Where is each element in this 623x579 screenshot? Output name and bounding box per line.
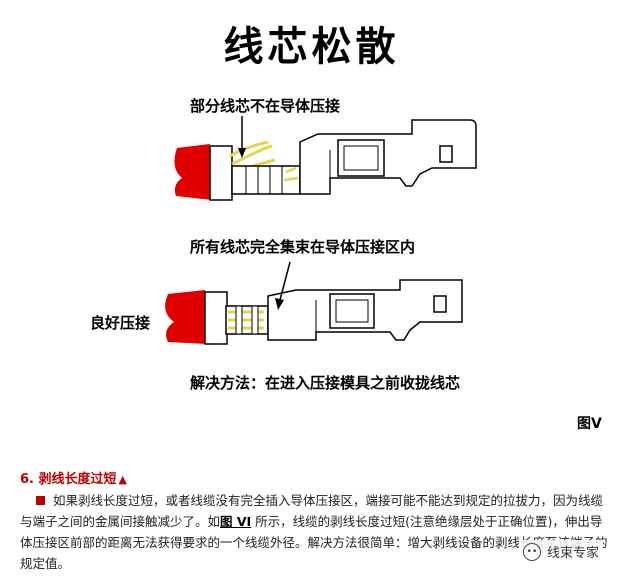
figure-vi-link[interactable]: 图 VI bbox=[220, 514, 252, 529]
section-heading: 6. 剥线长度过短▲ bbox=[20, 468, 127, 487]
good-crimp-label: 良好压接 bbox=[90, 314, 151, 332]
insulation-top bbox=[174, 144, 212, 200]
section-paragraph: 如果剥线长度过短，或者线缆没有完全插入导体压接区，端接可能不能达到规定的拉拔力，… bbox=[20, 490, 610, 574]
top-callout-label: 部分线芯不在导体压接 bbox=[190, 97, 341, 115]
callout-arrow-bottom bbox=[279, 261, 291, 301]
middle-callout-label: 所有线芯完全集束在导体压接区内 bbox=[190, 238, 416, 256]
wechat-icon: •• bbox=[522, 542, 541, 561]
solution-label: 解决方法：在进入压接模具之前收拢线芯 bbox=[190, 374, 461, 392]
watermark-text: 线束专家 bbox=[546, 546, 599, 561]
watermark: •• 线束专家 bbox=[518, 540, 603, 563]
figure-label: 图V bbox=[577, 416, 602, 432]
terminal-top bbox=[174, 116, 477, 201]
crimp-diagram bbox=[165, 116, 477, 345]
paragraph-text-2: 所示，线缆的剥线长度过短(注意绝缘层处于正确位置)，伸出导体压接区前部的距离无法… bbox=[20, 514, 608, 571]
insulation-crimp-top bbox=[209, 145, 233, 201]
terminal-bottom bbox=[165, 261, 463, 345]
insulation-crimp-bottom bbox=[204, 291, 228, 345]
insulation-bottom bbox=[165, 290, 207, 344]
up-arrow-icon[interactable]: ▲ bbox=[118, 473, 127, 486]
bullet-square-icon bbox=[36, 496, 45, 505]
page-title: 线芯松散 bbox=[223, 24, 400, 70]
paragraph-text-1: 如果剥线长度过短，或者线缆没有完全插入导体压接区，端接可能不能达到规定的拉拔力，… bbox=[20, 493, 604, 529]
section-heading-text: 6. 剥线长度过短 bbox=[20, 472, 117, 487]
